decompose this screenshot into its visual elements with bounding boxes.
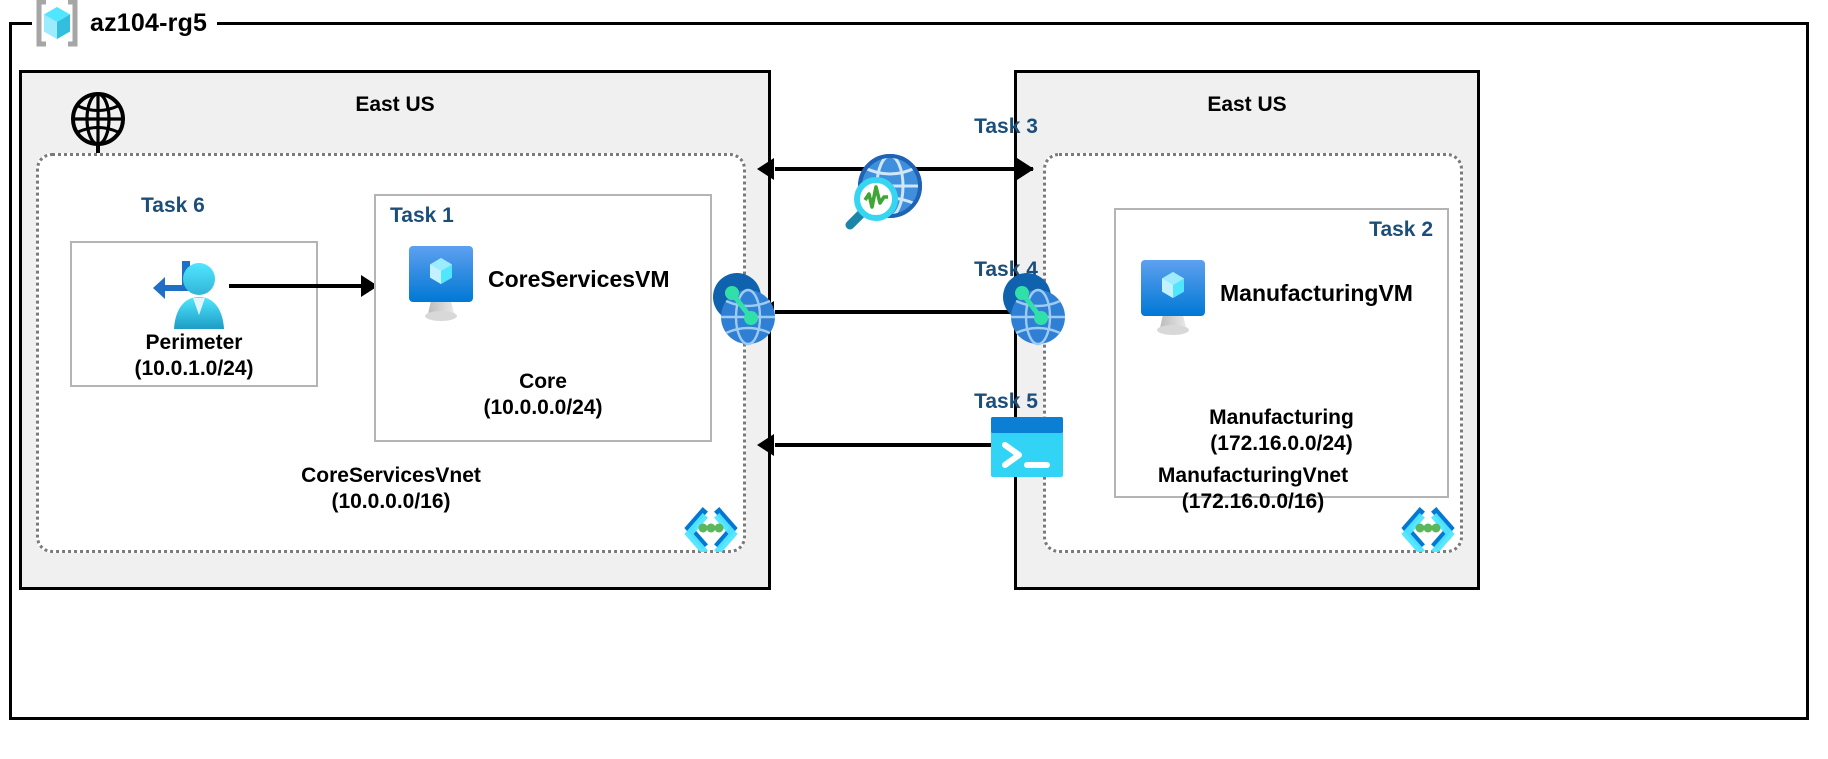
vm-name-manufacturing: ManufacturingVM	[1220, 280, 1413, 306]
subnet-core-cidr: (10.0.0.0/24)	[483, 396, 603, 419]
subnet-perimeter-name: Perimeter	[145, 331, 243, 354]
task4-connector-line	[775, 310, 1033, 314]
cloud-shell-icon	[989, 415, 1065, 479]
region-east-us-right: East US Task 2	[1014, 70, 1480, 590]
region-title-left: East US	[355, 93, 435, 116]
task5-arrowhead-left	[757, 434, 774, 456]
azure-resource-group-icon	[32, 0, 82, 48]
vnet-manufacturing-name: ManufacturingVnet	[1157, 464, 1349, 487]
route-table-user-icon	[151, 257, 227, 335]
perimeter-to-core-arrowhead	[361, 275, 378, 297]
task-label-1: Task 1	[390, 204, 454, 227]
subnet-manufacturing: Task 2	[1114, 208, 1449, 498]
task5-connector-line	[775, 443, 1033, 447]
vnet-manufacturing: Task 2	[1043, 153, 1463, 553]
subnet-core: Task 1	[374, 194, 712, 442]
vnet-peering-icon	[710, 265, 780, 355]
virtual-network-icon	[683, 504, 739, 552]
resource-group-header: az104-rg5	[32, 0, 218, 48]
virtual-machine-icon	[1138, 258, 1208, 336]
virtual-network-icon	[1400, 504, 1456, 552]
vm-name-core: CoreServicesVM	[488, 266, 670, 292]
task3-arrowhead-left	[757, 158, 774, 180]
virtual-machine-icon	[406, 244, 476, 322]
subnet-manufacturing-name: Manufacturing	[1209, 406, 1354, 429]
subnet-perimeter: Perimeter (10.0.1.0/24)	[70, 241, 318, 387]
task-label-3: Task 3	[974, 115, 1038, 138]
network-watcher-icon	[838, 153, 928, 233]
subnet-manufacturing-cidr: (172.16.0.0/24)	[1210, 432, 1353, 455]
perimeter-to-core-line	[229, 284, 367, 288]
vnet-core-services-name: CoreServicesVnet	[301, 464, 481, 487]
task-label-2: Task 2	[1369, 218, 1433, 241]
resource-group-name: az104-rg5	[90, 8, 208, 37]
task-label-5: Task 5	[974, 390, 1038, 413]
subnet-perimeter-cidr: (10.0.1.0/24)	[134, 357, 254, 380]
vnet-core-services-cidr: (10.0.0.0/16)	[331, 490, 451, 513]
task3-arrowhead-right	[1017, 158, 1034, 180]
region-east-us-left: East US Task 6	[19, 70, 771, 590]
region-title-right: East US	[1207, 93, 1287, 116]
task-label-6: Task 6	[141, 194, 205, 217]
vnet-manufacturing-cidr: (172.16.0.0/16)	[1181, 490, 1325, 513]
internet-globe-icon	[70, 91, 126, 147]
vnet-peering-icon	[1000, 265, 1070, 355]
subnet-core-name: Core	[519, 370, 567, 393]
vnet-core-services: Task 6	[36, 153, 746, 553]
